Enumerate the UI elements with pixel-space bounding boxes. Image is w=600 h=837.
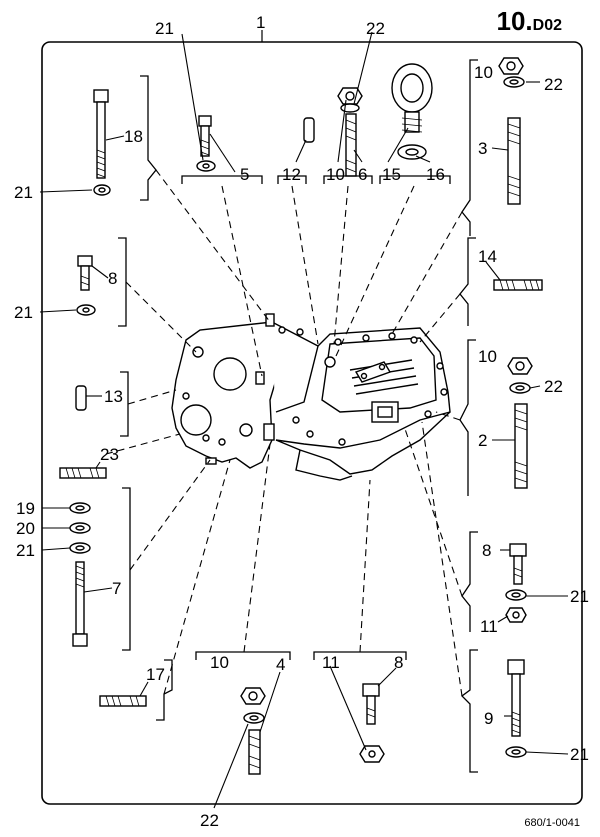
callout-11a: 11 (480, 617, 498, 636)
part-2-stud (514, 403, 528, 489)
callout-8c: 8 (394, 653, 403, 672)
page-number-sub: D02 (532, 17, 562, 34)
callout-12: 12 (282, 165, 301, 184)
part-3-stud (507, 117, 521, 205)
assembly-lines (105, 169, 463, 697)
callout-1: 1 (256, 13, 265, 32)
callout-4: 4 (276, 655, 285, 674)
part-14-stud (493, 279, 543, 291)
group-brackets (118, 59, 478, 773)
callout-13: 13 (104, 387, 123, 406)
callout-10b: 10 (326, 165, 345, 184)
part-8-bolt-right (509, 543, 527, 585)
callout-21c: 21 (14, 303, 33, 322)
part-13-dowel (75, 385, 87, 411)
callout-10d: 10 (210, 653, 229, 672)
callout-23: 23 (100, 445, 119, 464)
part-22-washer-top (340, 103, 360, 113)
callout-22d: 22 (200, 811, 219, 830)
part-17-stud (99, 695, 147, 707)
callout-14: 14 (478, 247, 497, 266)
callout-8b: 8 (482, 541, 491, 560)
callout-8a: 8 (108, 269, 117, 288)
callout-9: 9 (484, 709, 493, 728)
callout-11b: 11 (322, 653, 340, 672)
callout-6: 6 (358, 165, 367, 184)
part-12-dowel (303, 117, 315, 143)
callout-17: 17 (146, 665, 165, 684)
part-7-bolt (72, 561, 88, 647)
part-23-stud (59, 467, 107, 479)
page-number-main: 10. (496, 6, 533, 36)
callout-19: 19 (16, 499, 35, 518)
callout-leaders (39, 31, 569, 809)
callout-18: 18 (124, 127, 143, 146)
callout-7: 7 (112, 579, 121, 598)
callout-16: 16 (426, 165, 445, 184)
part-8-bolt-left (77, 255, 93, 291)
callout-22a: 22 (366, 19, 385, 38)
parts (59, 57, 543, 775)
callout-21e: 21 (570, 587, 589, 606)
part-9-bolt (507, 659, 525, 737)
frame-border (41, 41, 583, 805)
callout-10c: 10 (478, 347, 497, 366)
drawing-reference: 680/1-0041 (524, 817, 580, 829)
part-15-eyebolt (391, 63, 433, 133)
callout-10a: 10 (474, 63, 493, 82)
callout-22b: 22 (544, 75, 563, 94)
part-8-bolt-bottom (362, 683, 380, 725)
callout-21a: 21 (155, 19, 174, 38)
part-4-stud (248, 729, 261, 775)
callout-labels: 21 22 10 22 18 21 5 12 10 6 15 16 3 8 21… (14, 19, 589, 830)
callout-21d: 21 (16, 541, 35, 560)
callout-20: 20 (16, 519, 35, 538)
crankcase-housing (171, 313, 451, 481)
part-18-bolt (93, 89, 109, 179)
callout-21f: 21 (570, 745, 589, 764)
callout-21b: 21 (14, 183, 33, 202)
part-5-bolt (198, 115, 212, 157)
callout-2: 2 (478, 431, 487, 450)
callout-22c: 22 (544, 377, 563, 396)
callout-5: 5 (240, 165, 249, 184)
part-6-stud (345, 113, 357, 177)
page-number: 10.D02 (496, 6, 562, 37)
callout-15: 15 (382, 165, 401, 184)
callout-3: 3 (478, 139, 487, 158)
